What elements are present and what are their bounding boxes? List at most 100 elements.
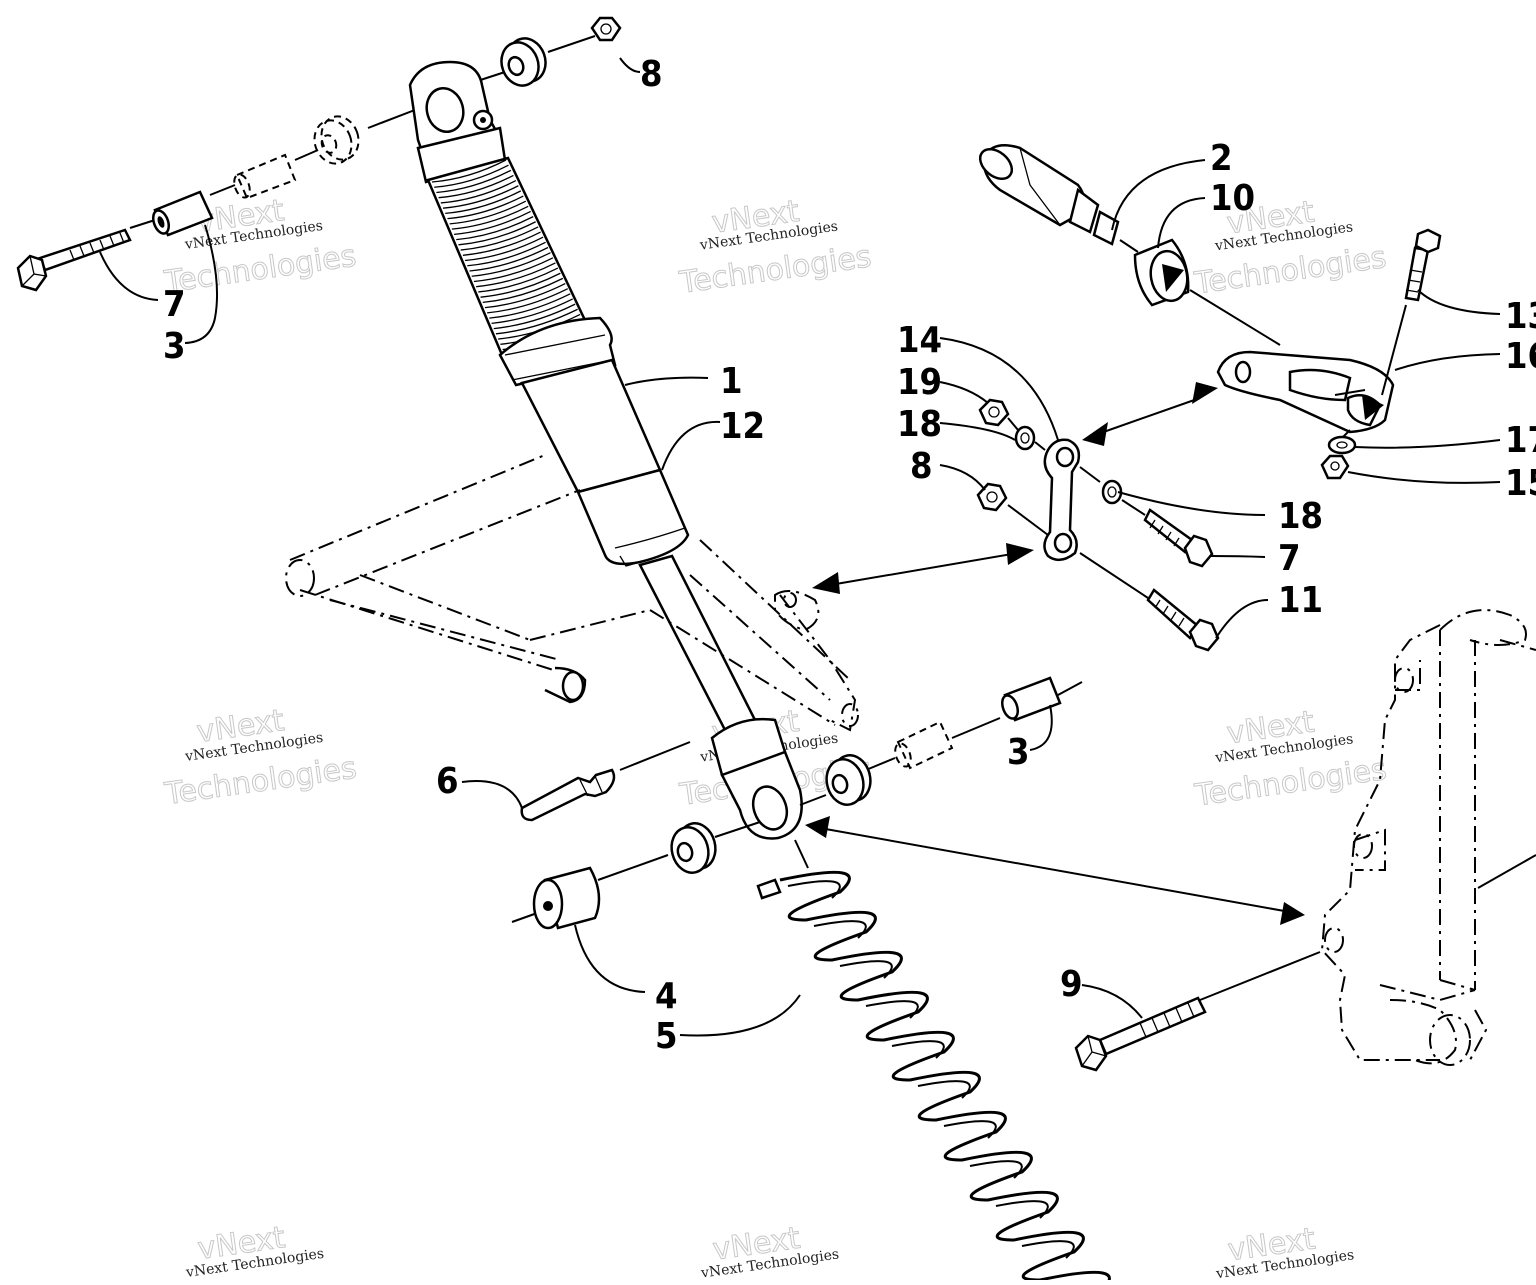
watermark-bottom-center: vNext vNext Technologies (699, 1220, 840, 1281)
leader-5 (679, 994, 801, 1037)
callout-1: 1 (720, 361, 743, 402)
axis-line (367, 107, 421, 129)
thread-line (454, 210, 531, 236)
nut-8-link (976, 482, 1008, 512)
spacer-3-lower (1000, 676, 1062, 722)
callout-7-upper: 7 (163, 284, 186, 325)
callout-17: 17 (1505, 420, 1536, 461)
axis-line (799, 794, 827, 806)
callout-4: 4 (655, 976, 678, 1017)
callout-18-right: 18 (1278, 496, 1323, 537)
spacer-dashed-upper (233, 153, 297, 200)
spring-coil-inner (787, 880, 1101, 1285)
thread-line (434, 164, 509, 188)
grease-fitting-6 (520, 768, 616, 822)
link-14 (1043, 438, 1081, 562)
axis-line (294, 149, 319, 161)
thread-line (436, 169, 512, 194)
callout-3-upper: 3 (163, 326, 186, 367)
axis-line (129, 219, 156, 229)
shock-lower-body (520, 358, 662, 494)
thread-line (447, 195, 524, 220)
axis-line (951, 717, 1001, 739)
thread-line (445, 190, 522, 215)
shock-absorber (408, 60, 809, 869)
thread-line (451, 205, 529, 230)
leader-1 (624, 376, 709, 386)
thread-line (471, 252, 551, 277)
leader-3b (1029, 704, 1053, 751)
thread-line (440, 180, 517, 204)
callout-18-left: 18 (897, 404, 942, 445)
leader-9 (1081, 984, 1143, 1019)
thread-line (482, 277, 564, 304)
nut-19 (978, 398, 1010, 427)
leader-lines (99, 57, 1501, 1037)
callout-7-link: 7 (1278, 538, 1301, 579)
watermark-top-center: vNext vNext Technologies Technologies (676, 193, 874, 301)
leader-15 (1347, 471, 1501, 484)
leader-17 (1354, 439, 1501, 449)
thread-line (495, 308, 578, 335)
bushing-lower-right (825, 754, 872, 806)
spacer-dashed-lower (894, 720, 954, 770)
thread-line (449, 200, 527, 225)
axis-line (619, 741, 691, 771)
thread-line (442, 185, 519, 209)
socket-10 (1133, 238, 1281, 346)
watermark-mid-right: vNext vNext Technologies Technologies (1192, 704, 1390, 814)
sway-arm-16 (1216, 350, 1395, 441)
thread-line (431, 159, 507, 183)
axis-line (714, 821, 761, 838)
bushing-dashed-upper (313, 115, 360, 165)
bushing-upper-right (500, 37, 547, 87)
callout-13: 13 (1505, 296, 1536, 337)
reference-spindle-dashed (1320, 609, 1536, 1066)
axis-line (865, 757, 896, 771)
thread-line (462, 231, 541, 256)
thread-line (460, 226, 539, 251)
leader-12 (661, 420, 721, 471)
callout-6: 6 (436, 761, 459, 802)
thread-line (480, 272, 561, 298)
sway-bar-linkage (976, 143, 1442, 652)
callout-9: 9 (1060, 964, 1083, 1005)
shock-threads (431, 159, 588, 356)
bolt-7-upper (16, 228, 132, 292)
callout-2: 2 (1210, 138, 1233, 179)
washer-18-left (1014, 425, 1036, 451)
bolt-13 (1381, 228, 1442, 396)
lower-mount-hardware (511, 676, 1083, 930)
leader-7b (1209, 555, 1266, 558)
thread-line (491, 298, 573, 324)
leader-19 (939, 381, 989, 404)
leader-13 (1417, 289, 1501, 315)
bushing-lower-left (670, 822, 717, 874)
axis-line (1057, 681, 1083, 696)
leader-10 (1157, 197, 1206, 249)
thread-line (456, 216, 534, 241)
callout-8-top: 8 (640, 54, 663, 95)
assembly-arrows (805, 382, 1305, 925)
callout-5: 5 (655, 1016, 678, 1057)
axis-line (209, 184, 236, 196)
thread-line (438, 174, 514, 199)
sway-bar-2 (978, 143, 1139, 253)
thread-line (467, 241, 546, 267)
leader-7a (99, 251, 159, 301)
axis-line (547, 35, 596, 53)
thread-line (473, 257, 554, 283)
nut-8-upper (590, 16, 622, 42)
thread-line (484, 282, 566, 309)
leader-2 (1111, 159, 1206, 231)
nut-15 (1320, 454, 1350, 480)
callout-14: 14 (897, 320, 942, 361)
thread-line (489, 293, 571, 319)
leader-14 (939, 337, 1059, 441)
washer-17 (1327, 435, 1357, 455)
leader-18b (1117, 491, 1266, 516)
leader-11 (1215, 599, 1269, 639)
thread-line (487, 288, 569, 314)
